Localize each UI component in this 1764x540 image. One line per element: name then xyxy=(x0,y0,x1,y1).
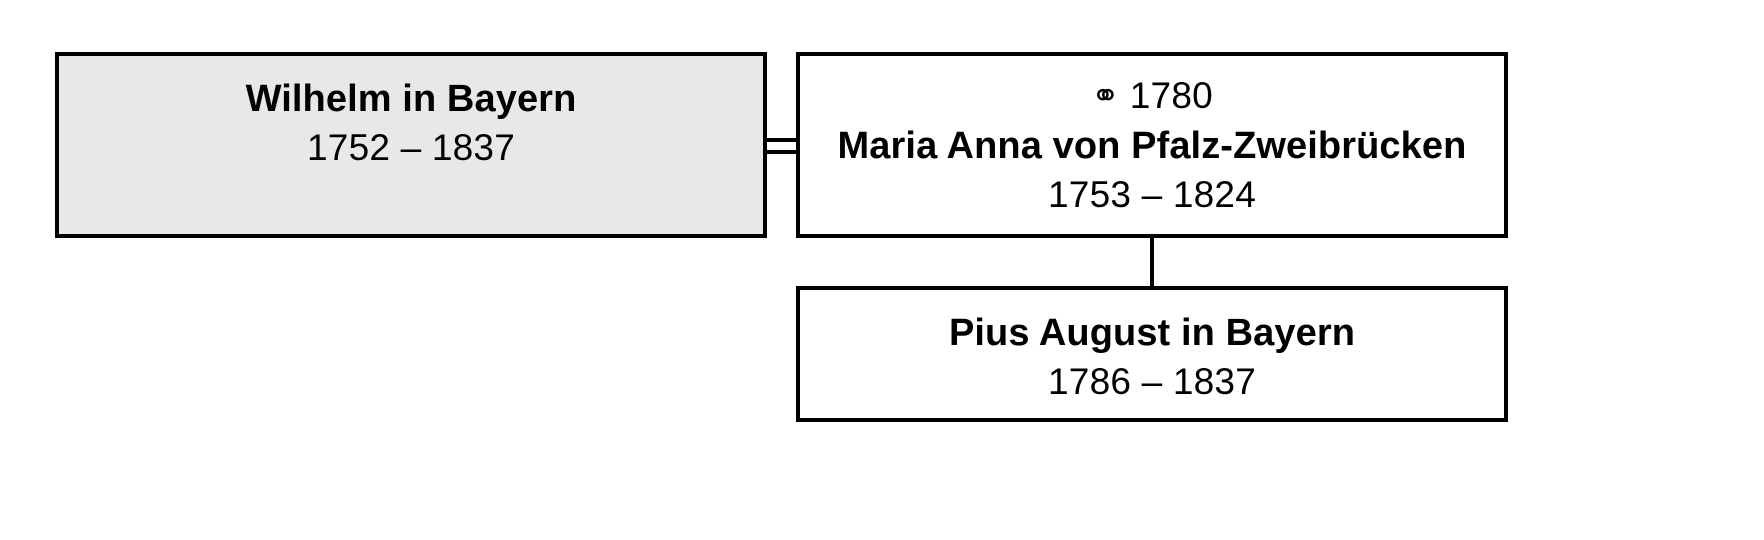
person-name: Pius August in Bayern xyxy=(948,312,1356,354)
person-dates: 1786 – 1837 xyxy=(1048,361,1256,402)
person-box-pius-august-in-bayern[interactable]: Pius August in Bayern 1786 – 1837 xyxy=(796,286,1508,422)
person-dates: 1753 – 1824 xyxy=(1048,174,1256,215)
marriage-rings-icon: ⚭ xyxy=(1091,76,1120,116)
person-box-maria-anna-von-pfalz-zweibruecken[interactable]: ⚭1780 Maria Anna von Pfalz-Zweibrücken 1… xyxy=(796,52,1508,238)
person-dates: 1752 – 1837 xyxy=(307,127,515,168)
marriage-connector-line-top xyxy=(767,138,796,142)
person-box-wilhelm-in-bayern[interactable]: Wilhelm in Bayern 1752 – 1837 xyxy=(55,52,767,238)
marriage-info: ⚭1780 xyxy=(800,56,1504,114)
person-name: Maria Anna von Pfalz-Zweibrücken xyxy=(837,125,1467,167)
person-name: Wilhelm in Bayern xyxy=(245,78,577,120)
marriage-connector-line-bottom xyxy=(767,150,796,154)
marriage-year: 1780 xyxy=(1129,75,1213,116)
descent-connector-line xyxy=(1150,238,1154,288)
